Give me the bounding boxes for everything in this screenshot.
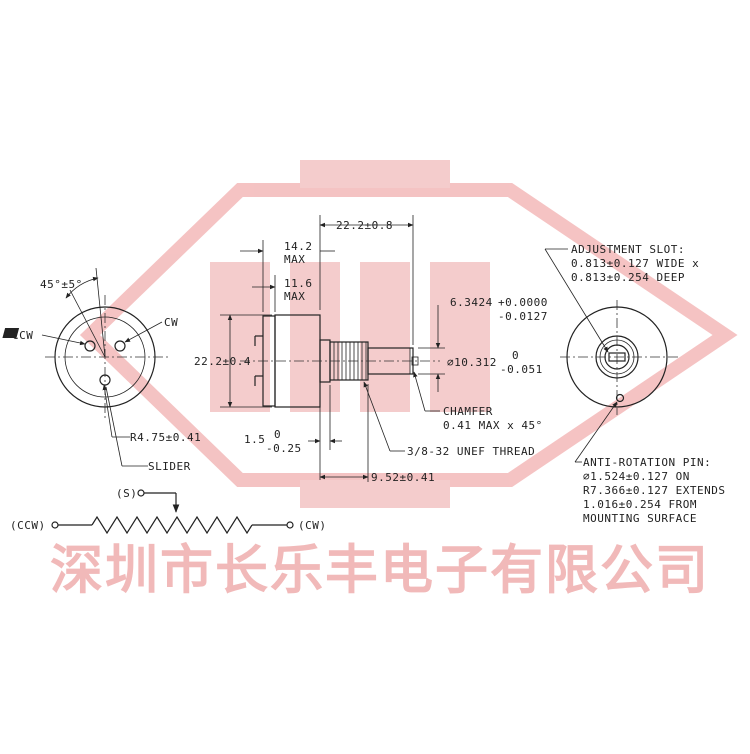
body-depth2-value: 11.6 xyxy=(284,277,313,290)
shaft-tol-lower: -0.0127 xyxy=(498,310,548,323)
flange-tol-upper: 0 xyxy=(274,428,281,441)
thread-tol-upper: 0 xyxy=(512,349,519,362)
slot-line-1: ADJUSTMENT SLOT: xyxy=(571,243,685,256)
potentiometer-schematic: (S) (CCW) (CW) xyxy=(10,487,327,535)
shaft-diameter-value: 6.3424 xyxy=(450,296,493,309)
pin-line-2: ⌀1.524±0.127 ON xyxy=(583,470,690,483)
cw-label: CW xyxy=(164,316,178,329)
ccw-label: CCW xyxy=(12,329,33,342)
slider-label: SLIDER xyxy=(148,460,191,473)
thread-diameter-value: ⌀10.312 xyxy=(447,356,497,369)
slot-line-3: 0.813±0.254 DEEP xyxy=(571,271,685,284)
ccw-terminal-pin xyxy=(84,340,96,352)
anti-rotation-pin xyxy=(615,393,625,403)
slider-terminal-label: (S) xyxy=(116,487,137,500)
flange-tol-lower: -0.25 xyxy=(266,442,302,455)
body-depth-value: 14.2 xyxy=(284,240,313,253)
bushing-length-dim: 9.52±0.41 xyxy=(371,471,435,484)
body-diameter-dim: 22.2±0.4 xyxy=(194,355,251,368)
angle-label: 45°±5° xyxy=(40,278,83,291)
bi-logo-mark xyxy=(2,328,20,338)
watermark-logo xyxy=(79,160,738,508)
cw-terminal-label: (CW) xyxy=(298,519,327,532)
shaft-tol-upper: +0.0000 xyxy=(498,296,548,309)
thread-tol-lower: -0.051 xyxy=(500,363,543,376)
pin-line-5: MOUNTING SURFACE xyxy=(583,512,697,525)
slider-terminal-node xyxy=(137,489,145,497)
pin-line-1: ANTI-ROTATION PIN: xyxy=(583,456,711,469)
rear-view: ADJUSTMENT SLOT: 0.813±0.127 WIDE x 0.81… xyxy=(544,243,725,525)
cw-terminal-pin xyxy=(114,340,126,352)
chamfer-value: 0.41 MAX x 45° xyxy=(443,419,543,432)
resistor-zigzag xyxy=(91,515,253,535)
thread-spec-label: 3/8-32 UNEF THREAD xyxy=(407,445,535,458)
front-view: 45°±5° CCW CW R4.75±0.41 SLIDER xyxy=(2,267,201,473)
radius-label: R4.75±0.41 xyxy=(130,431,201,444)
side-view: 22.2±0.8 14.2 MAX 11.6 MAX 22.2±0.4 6.34… xyxy=(194,215,548,484)
body-depth2-unit: MAX xyxy=(284,290,305,303)
slot-line-2: 0.813±0.127 WIDE x xyxy=(571,257,699,270)
flange-thickness-value: 1.5 xyxy=(244,433,265,446)
pin-line-3: R7.366±0.127 EXTENDS xyxy=(583,484,725,497)
overall-length-dim: 22.2±0.8 xyxy=(336,219,393,232)
chamfer-title: CHAMFER xyxy=(443,405,493,418)
watermark-company-name: 深圳市长乐丰电子有限公司 xyxy=(50,540,710,601)
body-depth-unit: MAX xyxy=(284,253,305,266)
pin-line-4: 1.016±0.254 FROM xyxy=(583,498,697,511)
ccw-terminal-label: (CCW) xyxy=(10,519,46,532)
